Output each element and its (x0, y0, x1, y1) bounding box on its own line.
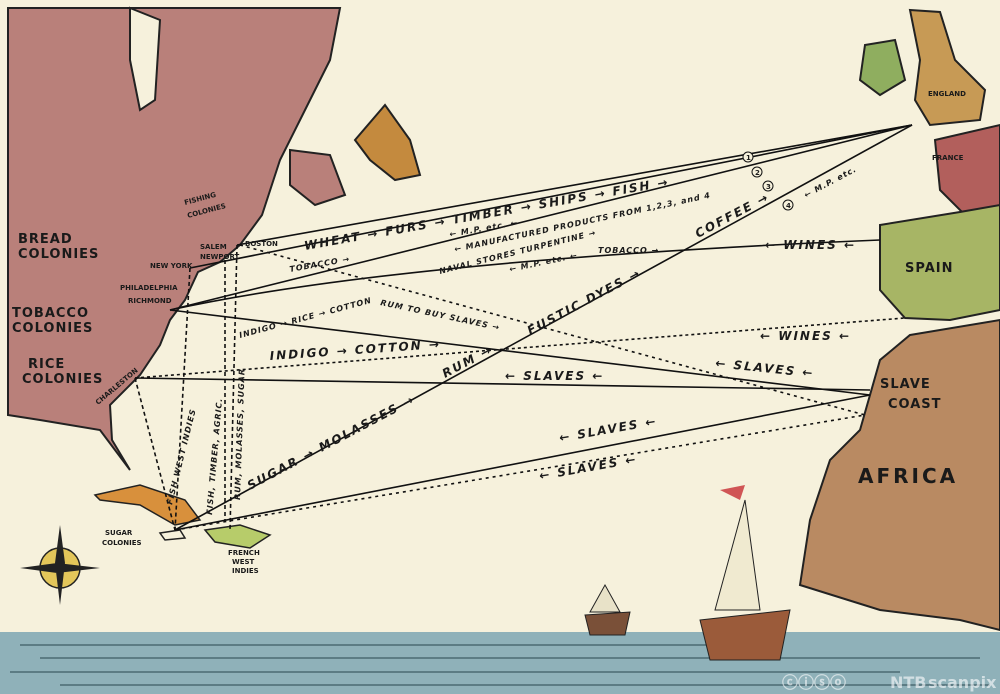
route-number-1: 1 (746, 154, 751, 162)
route-label-wines-2: ← WINES ← (760, 329, 851, 343)
label-slave-coast-2: COAST (888, 397, 942, 412)
nova-scotia (289, 148, 347, 207)
route-label-slaves-2: ← SLAVES ← (505, 369, 604, 383)
label-slave-coast-1: SLAVE (880, 377, 931, 392)
sea (0, 632, 1000, 694)
trade-routes (134, 124, 913, 531)
label-france: FRANCE (932, 154, 964, 162)
africa-land (798, 318, 1000, 632)
route-number-2: 2 (755, 169, 760, 177)
route-number-3: 3 (766, 183, 771, 191)
city-philadelphia: PHILADELPHIA (120, 284, 178, 292)
jamaica (158, 529, 187, 541)
newfoundland (353, 103, 422, 182)
north-america-land (7, 7, 342, 471)
route-label-tobacco-spain: TOBACCO → (598, 246, 659, 255)
city-newport: NEWPORT (200, 253, 240, 261)
small-ship (584, 583, 631, 636)
label-rice-colonies-2: COLONIES (22, 372, 103, 387)
label-french-west-indies-3: INDIES (232, 567, 259, 575)
watermark-license: ⓒⓘⓢⓞ (782, 673, 846, 692)
label-africa: AFRICA (858, 464, 958, 488)
hudson-bay (129, 6, 162, 112)
watermark-sub: scanpix (928, 673, 997, 692)
britain (908, 8, 987, 127)
label-french-west-indies-2: WEST (232, 558, 255, 566)
sea-waves (10, 644, 990, 686)
watermark-brand: NTB (890, 673, 927, 692)
label-bread-colonies-1: BREAD (18, 232, 73, 247)
label-bread-colonies-2: COLONIES (18, 247, 99, 262)
route-number-markers (742, 151, 794, 211)
city-new-york: NEW YORK (150, 262, 193, 270)
spain-land (879, 203, 1000, 322)
label-sugar-colonies-2: COLONIES (102, 539, 142, 547)
label-tobacco-colonies-2: COLONIES (12, 321, 93, 336)
compass-rose-icon (20, 525, 100, 605)
label-tobacco-colonies-1: TOBACCO (12, 306, 89, 321)
label-french-west-indies-1: FRENCH (228, 549, 260, 557)
large-ship (699, 485, 791, 661)
route-label-wines-1: ← WINES ← (765, 238, 856, 252)
city-salem: SALEM (200, 243, 227, 251)
hispaniola (203, 524, 272, 549)
label-rice-colonies-1: RICE (28, 357, 65, 372)
label-sugar-colonies-1: SUGAR (105, 529, 133, 537)
label-spain: SPAIN (905, 261, 953, 276)
route-number-4: 4 (786, 202, 791, 210)
ireland (858, 38, 907, 97)
city-richmond: RICHMOND (128, 297, 172, 305)
city-boston: BOSTON (245, 240, 278, 248)
label-england: ENGLAND (928, 90, 966, 98)
